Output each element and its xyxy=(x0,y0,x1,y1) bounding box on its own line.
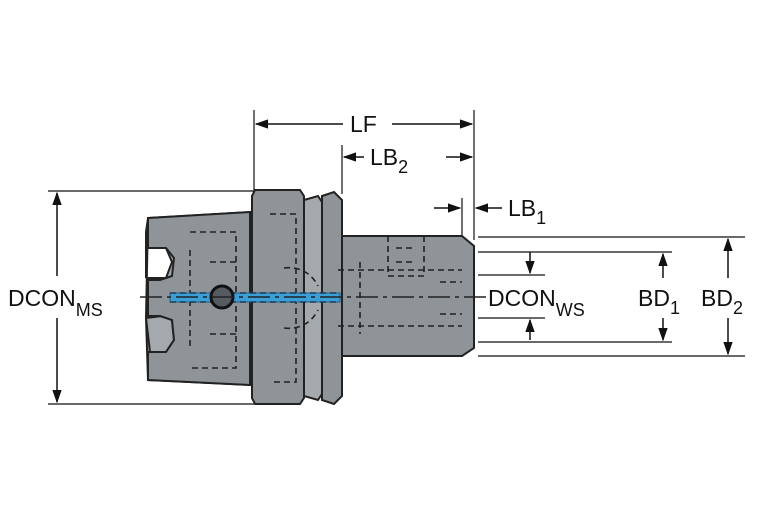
lb1-label: LB xyxy=(508,195,536,221)
bd2-subscript: 2 xyxy=(733,298,743,318)
lf-label: LF xyxy=(350,111,377,137)
svg-text:LB1: LB1 xyxy=(508,195,546,228)
dim-lb1: LB1 xyxy=(434,195,546,228)
dcon-ms-subscript: MS xyxy=(76,300,103,320)
svg-text:DCONMS: DCONMS xyxy=(8,285,103,320)
dim-dcon-ws: DCONWS xyxy=(488,252,585,340)
svg-text:DCONWS: DCONWS xyxy=(488,285,585,320)
dcon-ws-label: DCON xyxy=(488,285,556,311)
svg-text:LF: LF xyxy=(350,111,377,137)
lb2-subscript: 2 xyxy=(398,157,408,177)
lb2-label: LB xyxy=(370,144,398,170)
dim-bd2: BD2 xyxy=(701,237,743,356)
bd1-label: BD xyxy=(638,285,670,311)
dim-dcon-ms: DCONMS xyxy=(8,191,103,404)
extension-lines xyxy=(48,110,745,405)
dim-lf: LF xyxy=(254,111,474,137)
svg-text:BD2: BD2 xyxy=(701,285,743,318)
dcon-ms-label: DCON xyxy=(8,285,76,311)
bd1-subscript: 1 xyxy=(670,298,680,318)
dim-bd1: BD1 xyxy=(638,252,680,342)
dim-lb2: LB2 xyxy=(342,144,474,177)
bd2-label: BD xyxy=(701,285,733,311)
svg-text:LB2: LB2 xyxy=(370,144,408,177)
lb1-subscript: 1 xyxy=(536,208,546,228)
svg-text:BD1: BD1 xyxy=(638,285,680,318)
extension-body xyxy=(341,235,475,357)
dcon-ws-subscript: WS xyxy=(556,300,585,320)
